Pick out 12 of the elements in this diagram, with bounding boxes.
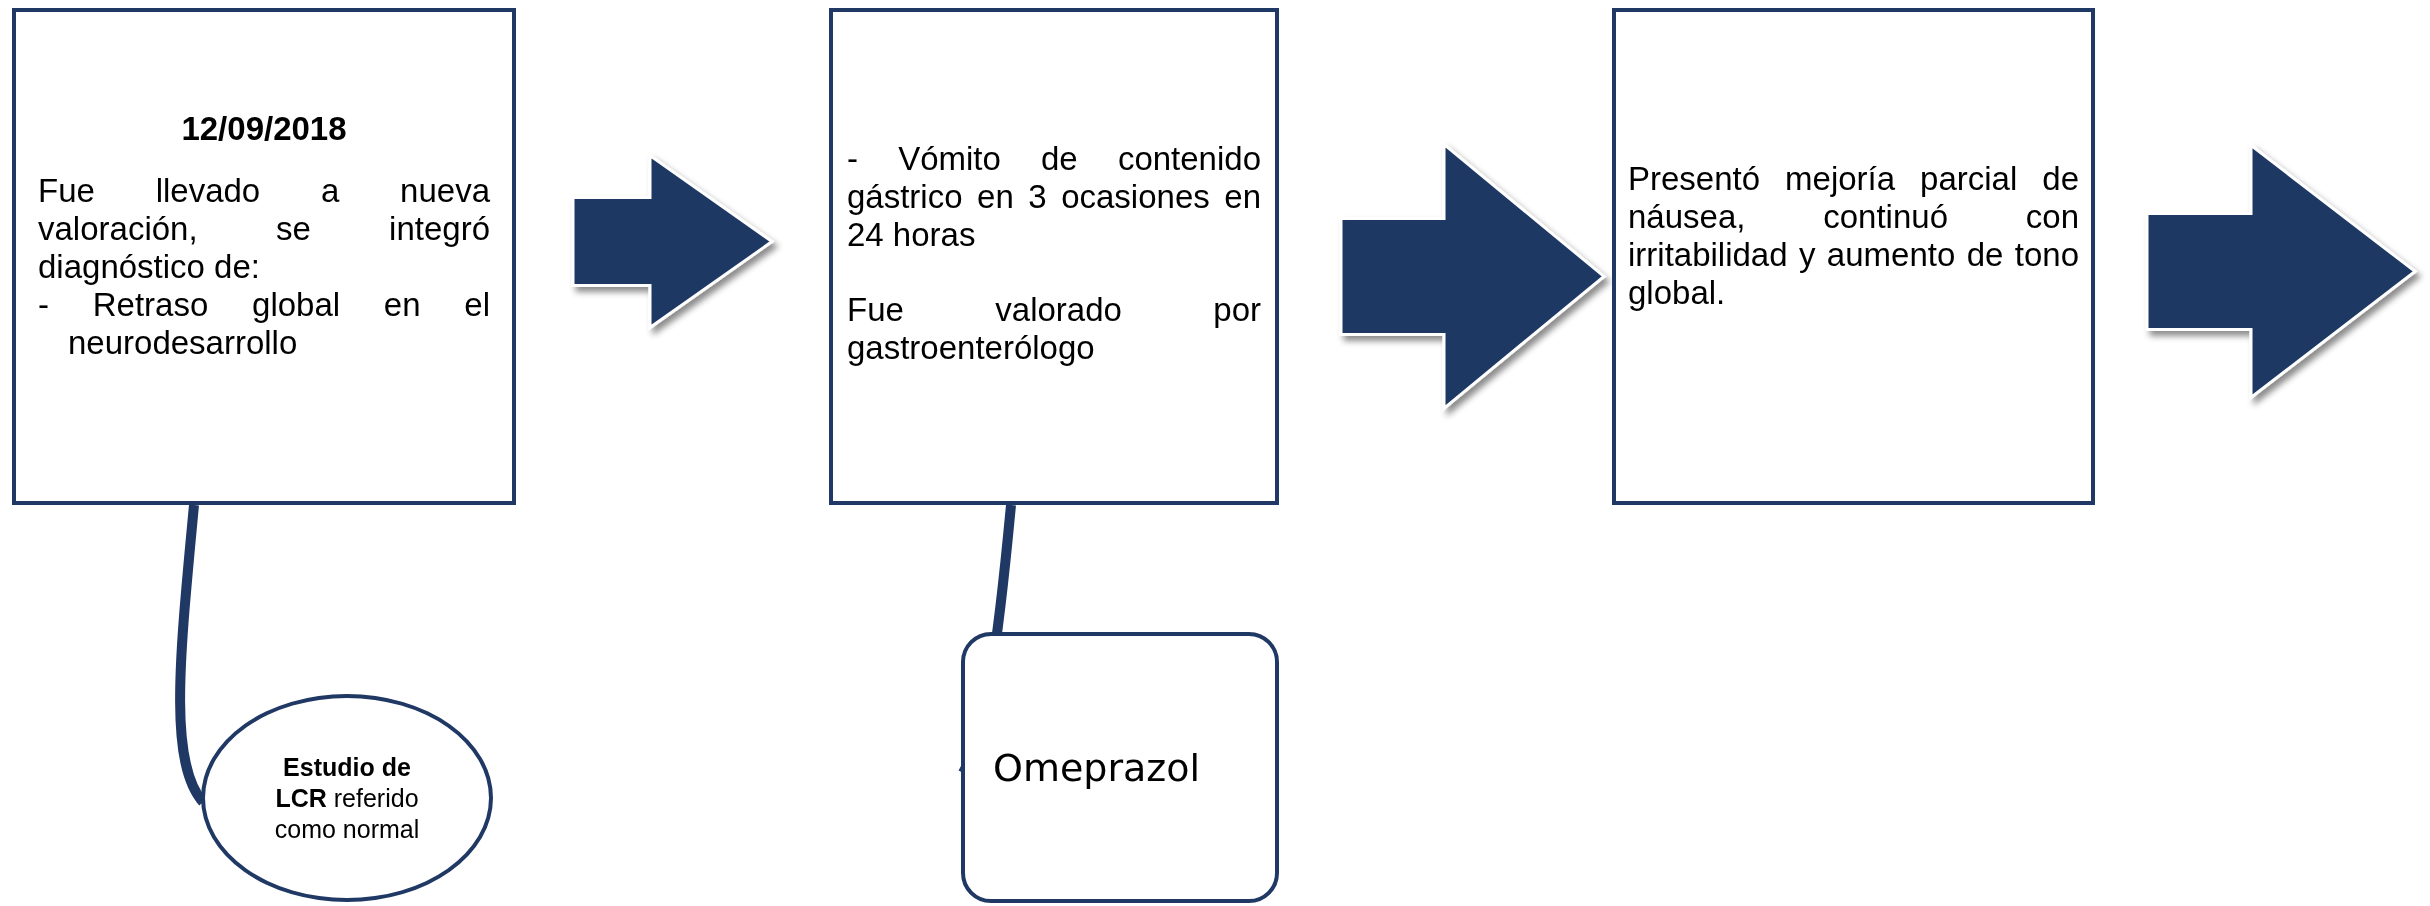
- box-text: - Vómito de contenido gástrico en 3 ocasiones en 24 horas: [847, 140, 1261, 254]
- medication-box: [961, 632, 1279, 903]
- process-box: [829, 8, 1279, 505]
- process-box: [1612, 8, 2095, 505]
- box-text: - Retraso global en el neurodesarrollo: [38, 286, 490, 362]
- process-box: [12, 8, 516, 505]
- medication-text: Omeprazol: [993, 748, 1202, 787]
- box-text: Fue valorado por gastroenterólogo: [847, 291, 1261, 367]
- box-text: Presentó mejoría parcial de náusea, continuó con irritabilidad y aumento de tono global.: [1628, 160, 2079, 312]
- note-text: Estudio de LCR referido como normal: [273, 751, 421, 845]
- date-heading: 12/09/2018: [180, 110, 348, 148]
- box-text: Fue llevado a nueva valoración, se integró diagnóstico de:: [38, 172, 490, 286]
